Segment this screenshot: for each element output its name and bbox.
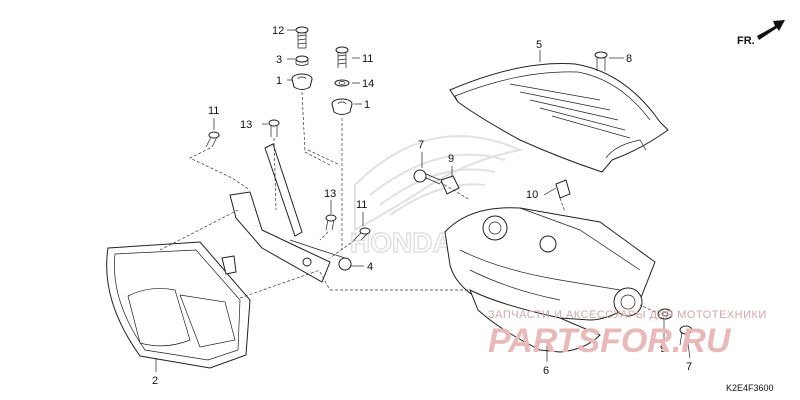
callout-9-lower: 9 <box>660 343 666 355</box>
grommet-1-lower <box>331 98 353 115</box>
callout-10: 10 <box>526 189 538 201</box>
callout-4: 4 <box>367 261 373 273</box>
callout-3: 3 <box>276 54 282 66</box>
headlight-bracket-part <box>229 143 352 283</box>
upper-cover-part <box>449 63 669 173</box>
callout-7-lower: 7 <box>686 361 692 373</box>
assembly-guide-lines <box>159 91 656 313</box>
washer-14 <box>334 79 350 87</box>
callout-6: 6 <box>543 365 549 377</box>
front-direction-indicator: FR. <box>737 20 785 47</box>
bolt-11-right <box>353 227 371 241</box>
collar-9-lower <box>657 308 673 320</box>
clip-10 <box>555 179 571 199</box>
watermark-tagline: ЗАПЧАСТИ И АКСЕССУАРЫ ДЛЯ МОТОТЕХНИКИ <box>488 309 767 321</box>
callout-9-upper: 9 <box>448 153 454 165</box>
bolt-8 <box>594 51 608 71</box>
bolt-7-upper <box>413 169 441 185</box>
callout-12: 12 <box>272 25 284 37</box>
headlight-unit-part <box>106 241 251 369</box>
callout-11-left: 11 <box>208 105 219 117</box>
callout-11-top: 11 <box>362 53 373 65</box>
bolt-12 <box>295 26 309 49</box>
callout-13-lower: 13 <box>324 188 336 200</box>
screw-13-upper <box>268 119 280 137</box>
bolt-7-lower <box>679 325 693 346</box>
callout-2: 2 <box>152 375 158 387</box>
diagram-code: K2E4F3600 <box>726 383 774 393</box>
lower-cover-part <box>444 207 656 353</box>
callout-5: 5 <box>536 39 542 51</box>
collar-9-upper <box>440 175 460 195</box>
bolt-11-top <box>335 46 349 68</box>
bolt-11-left <box>205 131 220 148</box>
callout-11-right: 11 <box>356 199 367 211</box>
callout-13-upper: 13 <box>240 119 252 131</box>
callout-8: 8 <box>626 53 632 65</box>
front-label: FR. <box>737 35 755 47</box>
callout-1-lower: 1 <box>364 99 370 111</box>
callout-leaders <box>155 29 691 372</box>
callout-14: 14 <box>362 78 374 90</box>
callout-1-upper: 1 <box>276 75 282 87</box>
screw-13-lower <box>325 214 337 231</box>
front-arrow-icon <box>757 20 785 40</box>
watermark-brand: PARTSFOR.RU <box>488 322 732 360</box>
collar-3 <box>295 55 309 66</box>
callout-labels: 12 3 1 11 14 1 5 8 11 13 7 9 10 13 11 4 … <box>152 25 692 387</box>
callout-7-upper: 7 <box>418 139 424 151</box>
grommet-1-upper <box>291 73 313 90</box>
